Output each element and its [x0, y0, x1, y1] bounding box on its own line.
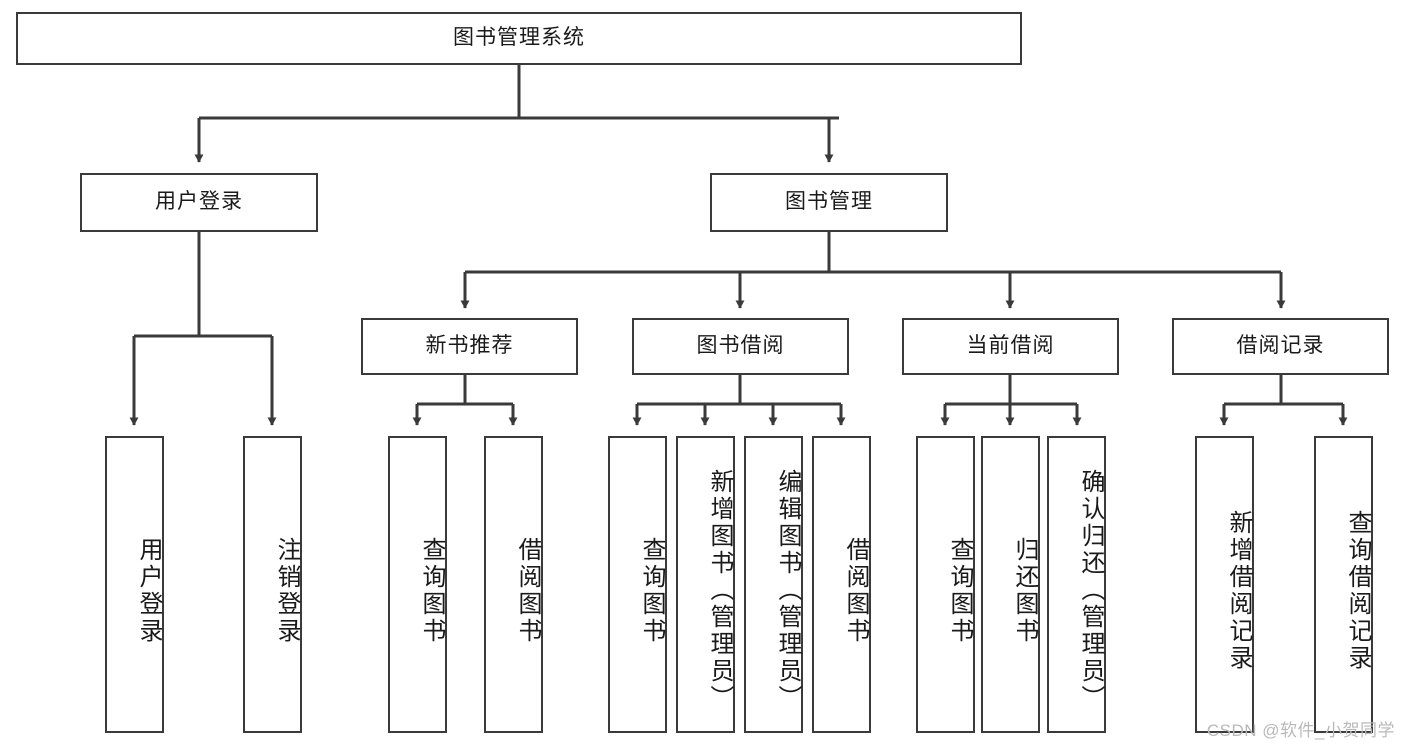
node-user-login-label: 用户登录 — [155, 190, 243, 214]
leaf-current-borrow-2[interactable]: 确认归还（管理员） — [1047, 436, 1106, 733]
leaf-current-borrow-1[interactable]: 归还图书 — [981, 436, 1040, 733]
node-current-borrow[interactable]: 当前借阅 — [902, 318, 1119, 375]
node-new-book-recommend-label: 新书推荐 — [425, 334, 514, 358]
leaf-new-book-recommend-1-label: 借阅图书 — [514, 536, 541, 645]
leaf-borrow-record-0[interactable]: 新增借阅记录 — [1195, 436, 1254, 733]
node-borrow-record[interactable]: 借阅记录 — [1172, 318, 1389, 375]
leaf-current-borrow-1-label: 归还图书 — [1011, 536, 1038, 645]
leaf-borrow-record-0-label: 新增借阅记录 — [1225, 509, 1252, 672]
leaf-book-borrow-1-label: 新增图书（管理员） — [706, 469, 733, 712]
leaf-book-borrow-2[interactable]: 编辑图书（管理员） — [744, 436, 803, 733]
leaf-user-login-0-label: 用户登录 — [135, 536, 162, 645]
node-book-manage[interactable]: 图书管理 — [710, 173, 948, 232]
leaf-book-borrow-3[interactable]: 借阅图书 — [812, 436, 871, 733]
leaf-current-borrow-0-label: 查询图书 — [946, 536, 973, 645]
node-user-login[interactable]: 用户登录 — [80, 173, 318, 232]
leaf-user-login-1[interactable]: 注销登录 — [243, 436, 302, 733]
leaf-new-book-recommend-0[interactable]: 查询图书 — [388, 436, 447, 733]
leaf-borrow-record-1-label: 查询借阅记录 — [1344, 509, 1371, 672]
leaf-user-login-1-label: 注销登录 — [273, 536, 300, 645]
leaf-book-borrow-0[interactable]: 查询图书 — [608, 436, 667, 733]
leaf-user-login-0[interactable]: 用户登录 — [105, 436, 164, 733]
node-book-borrow[interactable]: 图书借阅 — [632, 318, 849, 375]
leaf-book-borrow-1[interactable]: 新增图书（管理员） — [676, 436, 735, 733]
node-current-borrow-label: 当前借阅 — [966, 334, 1055, 358]
node-book-borrow-label: 图书借阅 — [696, 334, 785, 358]
leaf-current-borrow-2-label: 确认归还（管理员） — [1077, 469, 1104, 712]
node-root-label: 图书管理系统 — [453, 26, 585, 50]
node-root[interactable]: 图书管理系统 — [16, 12, 1022, 65]
node-new-book-recommend[interactable]: 新书推荐 — [361, 318, 578, 375]
leaf-book-borrow-0-label: 查询图书 — [638, 536, 665, 645]
leaf-book-borrow-3-label: 借阅图书 — [842, 536, 869, 645]
node-borrow-record-label: 借阅记录 — [1236, 334, 1325, 358]
leaf-book-borrow-2-label: 编辑图书（管理员） — [774, 469, 801, 712]
leaf-new-book-recommend-1[interactable]: 借阅图书 — [484, 436, 543, 733]
node-book-manage-label: 图书管理 — [785, 190, 873, 214]
leaf-borrow-record-1[interactable]: 查询借阅记录 — [1314, 436, 1373, 733]
leaf-current-borrow-0[interactable]: 查询图书 — [916, 436, 975, 733]
leaf-new-book-recommend-0-label: 查询图书 — [418, 536, 445, 645]
